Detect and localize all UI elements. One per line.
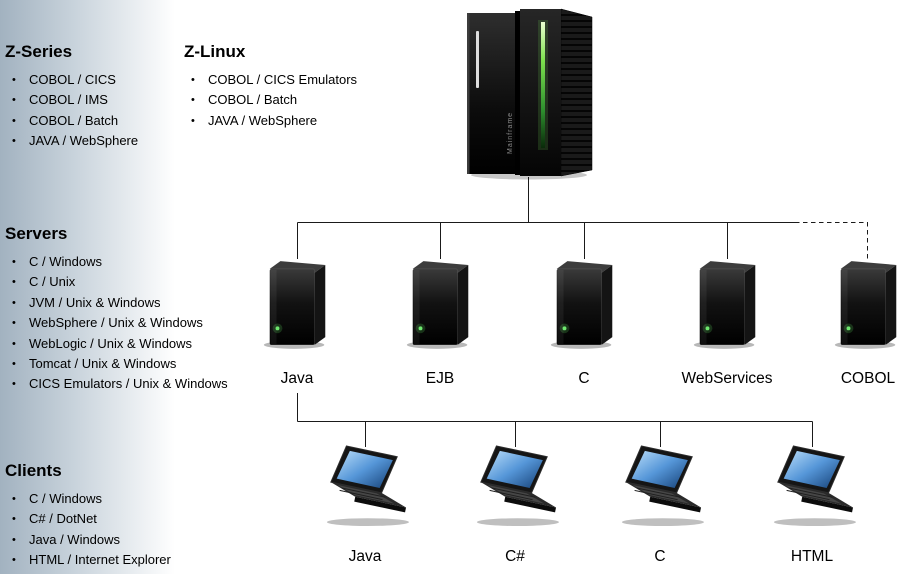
list-item: CICS Emulators / Unix & Windows (5, 374, 228, 395)
mainframe-icon: Mainframe (467, 8, 593, 180)
server-icon (401, 256, 479, 350)
client-node-label: C# (505, 548, 525, 565)
z-series-heading: Z-Series (5, 42, 73, 61)
list-item: Java / Windows (5, 530, 171, 551)
list-item: C / Windows (5, 489, 171, 510)
list-item: WebLogic / Unix & Windows (5, 334, 228, 355)
mainframe-caption-text: Mainframe (507, 112, 514, 154)
client-node-html: HTML (737, 444, 887, 566)
server-icon (258, 256, 336, 350)
z-linux-heading: Z-Linux (184, 42, 246, 61)
list-item: HTML / Internet Explorer (5, 550, 171, 571)
list-item: C / Unix (5, 272, 228, 293)
servers-list: C / Windows C / Unix JVM / Unix & Window… (5, 252, 228, 395)
clients-section: Clients C / Windows C# / DotNet Java / W… (5, 461, 171, 571)
list-item: COBOL / Batch (5, 111, 138, 132)
list-item: COBOL / Batch (184, 90, 357, 111)
mainframe-node: Mainframe (453, 4, 603, 185)
server-node-java: Java (222, 256, 372, 388)
list-item: C# / DotNet (5, 509, 171, 530)
z-series-section: Z-Series COBOL / CICS COBOL / IMS COBOL … (5, 42, 138, 152)
server-node-cobol: COBOL (793, 256, 916, 388)
z-series-list: COBOL / CICS COBOL / IMS COBOL / Batch J… (5, 70, 138, 152)
list-item: JAVA / WebSphere (5, 131, 138, 152)
list-item: COBOL / CICS Emulators (184, 70, 357, 91)
server-node-label: C (578, 370, 590, 387)
list-item: C / Windows (5, 252, 228, 273)
server-icon (829, 256, 907, 350)
laptop-icon (758, 444, 866, 528)
server-node-c: C (509, 256, 659, 388)
list-item: COBOL / CICS (5, 70, 138, 91)
laptop-icon (311, 444, 419, 528)
client-node-c: C (585, 444, 735, 566)
client-node-csharp: C# (440, 444, 590, 566)
list-item: WebSphere / Unix & Windows (5, 313, 228, 334)
dashed-cobol-line (795, 222, 868, 259)
server-node-webservices: WebServices (652, 256, 802, 388)
client-node-label: Java (348, 548, 382, 565)
client-node-label: C (654, 548, 666, 565)
z-linux-section: Z-Linux COBOL / CICS Emulators COBOL / B… (184, 42, 357, 132)
laptop-icon (461, 444, 569, 528)
server-node-label: EJB (425, 370, 455, 387)
servers-heading: Servers (5, 224, 68, 243)
server-node-label: WebServices (681, 370, 773, 387)
laptop-icon (606, 444, 714, 528)
clients-heading: Clients (5, 461, 62, 480)
server-icon (545, 256, 623, 350)
server-node-label: Java (280, 370, 314, 387)
servers-section: Servers C / Windows C / Unix JVM / Unix … (5, 224, 228, 395)
client-node-label: HTML (790, 548, 834, 565)
clients-list: C / Windows C# / DotNet Java / Windows H… (5, 489, 171, 571)
client-node-java: Java (290, 444, 440, 566)
list-item: COBOL / IMS (5, 90, 138, 111)
z-linux-list: COBOL / CICS Emulators COBOL / Batch JAV… (184, 70, 357, 132)
server-icon (688, 256, 766, 350)
list-item: JVM / Unix & Windows (5, 293, 228, 314)
list-item: Tomcat / Unix & Windows (5, 354, 228, 375)
server-node-ejb: EJB (365, 256, 515, 388)
list-item: JAVA / WebSphere (184, 111, 357, 132)
server-node-label: COBOL (840, 370, 896, 387)
